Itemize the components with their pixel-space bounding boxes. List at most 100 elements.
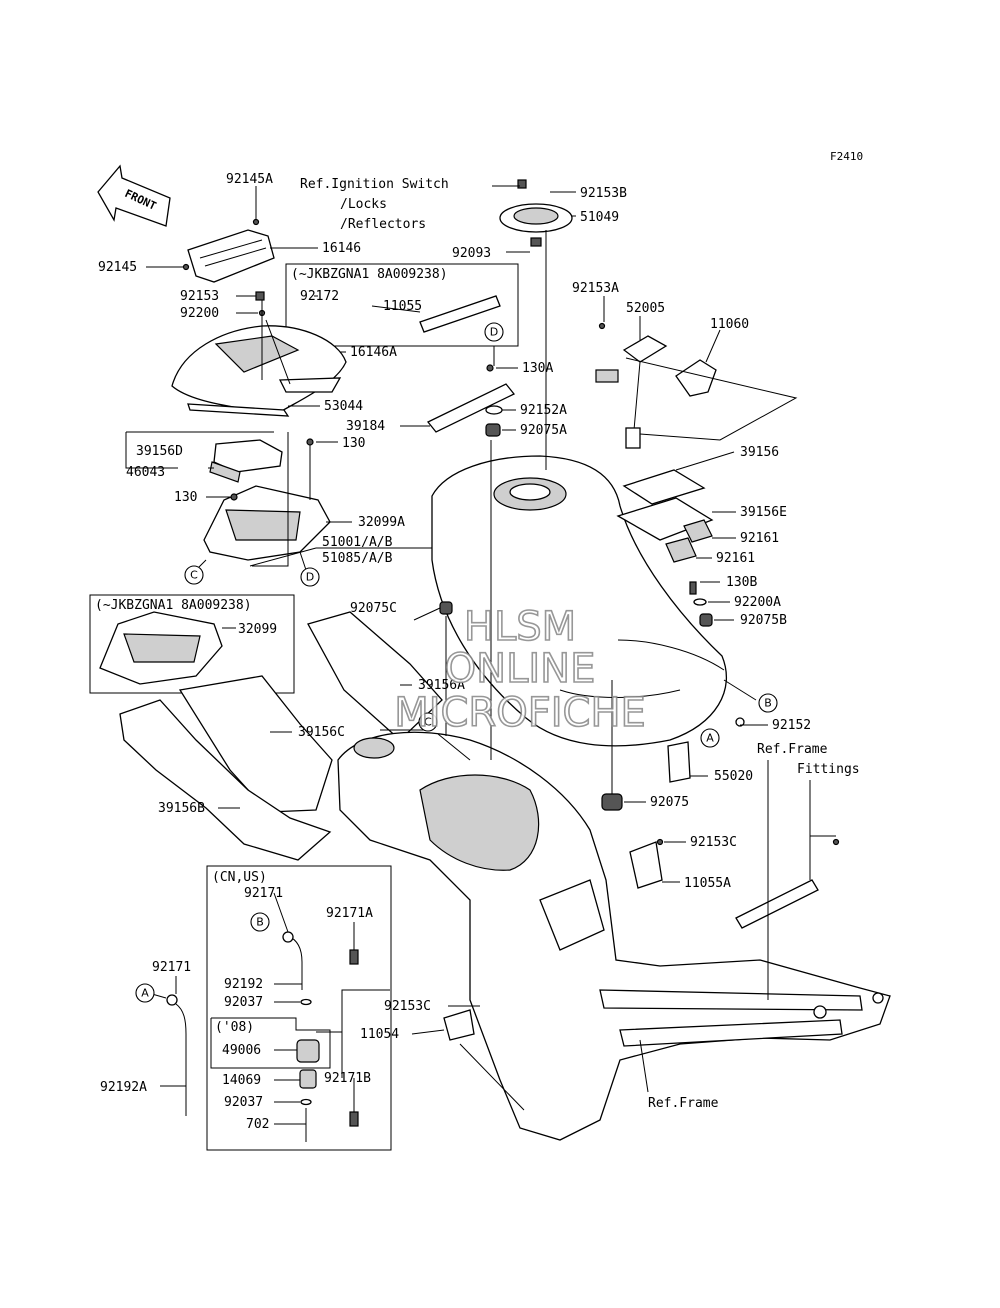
label-92192A: 92192A: [100, 1080, 147, 1095]
group-box-serial-top: [285, 263, 519, 347]
damper-92075B-shape: [699, 613, 713, 627]
label-92171A: 92171A: [326, 906, 373, 921]
group-label-08: ('08): [215, 1020, 254, 1035]
ref-frame-fittings-line-1: Ref.Frame: [757, 742, 828, 757]
label-92075: 92075: [650, 795, 689, 810]
damper-92075C-shape: [439, 601, 453, 615]
frame-fitting-bolt-shape: [832, 838, 840, 846]
marker-a-right-label: A: [706, 732, 714, 745]
pad-39156E-shape: [616, 497, 714, 541]
sheet-39156A-shape: [307, 611, 443, 741]
label-92171B: 92171B: [324, 1071, 371, 1086]
label-92152: 92152: [772, 718, 811, 733]
label-92153A: 92153A: [572, 281, 619, 296]
label-16146A: 16146A: [350, 345, 397, 360]
bracket-11055A-shape: [629, 841, 663, 889]
label-49006: 49006: [222, 1043, 261, 1058]
label-92153B: 92153B: [580, 186, 627, 201]
group-box-cn-us: [206, 865, 392, 1151]
bolt-130A-shape: [486, 364, 494, 372]
label-92172: 92172: [300, 289, 339, 304]
label-92152A: 92152A: [520, 403, 567, 418]
label-92171: 92171: [244, 886, 283, 901]
tray-32099-shape: [99, 611, 223, 685]
label-702: 702: [246, 1117, 269, 1132]
label-39184: 39184: [346, 419, 385, 434]
watermark: HLSM ONLINE MICROFICHE: [393, 603, 646, 737]
marker-d-bottom-label: D: [306, 571, 314, 584]
label-92075B: 92075B: [740, 613, 787, 628]
marker-b-cnus: B: [250, 912, 270, 932]
label-55020: 55020: [714, 769, 753, 784]
hose-92192-shape: [287, 935, 303, 990]
label-51001: 51001/A/B: [322, 535, 393, 550]
label-39156E: 39156E: [740, 505, 787, 520]
tank-cover-16146A-shape: [171, 291, 347, 413]
sheet-39156B-shape: [119, 699, 332, 861]
collar-92200A-shape: [693, 598, 707, 606]
gasket-11060-shape: [675, 359, 717, 397]
marker-c-left-label: C: [190, 569, 198, 582]
watermark-line-3: MICROFICHE: [394, 690, 646, 736]
label-53044: 53044: [324, 399, 363, 414]
group-box-08: [210, 1017, 331, 1069]
pad-39156D-shape: [209, 439, 283, 483]
label-92153C-2: 92153C: [384, 999, 431, 1014]
bracket-39184-shape: [426, 383, 516, 433]
fuel-cap-51049-shape: [499, 179, 573, 247]
watermark-line-1: HLSM: [464, 604, 576, 650]
label-39156D: 39156D: [136, 444, 183, 459]
fuel-pump-52005-shape: [595, 335, 668, 449]
label-92200: 92200: [180, 306, 219, 321]
washer-92152A-shape: [485, 405, 503, 415]
label-14069: 14069: [222, 1073, 261, 1088]
front-arrow-icon: FRONT: [97, 164, 171, 227]
marker-d-bottom: D: [300, 567, 320, 587]
marker-b-cnus-label: B: [256, 916, 264, 929]
filter-14069-shape: [299, 1069, 317, 1089]
frame-fitting-strip-shape: [735, 879, 819, 929]
bolt-130B-shape: [689, 581, 697, 595]
marker-c-left: C: [184, 565, 204, 585]
label-130b: 130: [174, 490, 197, 505]
label-39156C: 39156C: [298, 725, 345, 740]
sheet-39156C-shape: [178, 675, 333, 813]
label-46043: 46043: [126, 465, 165, 480]
label-92153: 92153: [180, 289, 219, 304]
label-92093: 92093: [452, 246, 491, 261]
bolt-130-shape: [306, 438, 314, 446]
cushion-92161-a-shape: [683, 519, 713, 543]
label-39156: 39156: [740, 445, 779, 460]
label-11055A: 11055A: [684, 876, 731, 891]
label-32099: 32099: [238, 622, 277, 637]
tank-cover-16146-shape: [182, 218, 275, 283]
ring-92037-shape: [300, 998, 312, 1006]
marker-b-right-label: B: [764, 697, 772, 710]
ref-ignition-line-2: /Locks: [340, 197, 387, 212]
tray-32099A-shape: [203, 485, 331, 561]
strip-53044-shape: [187, 403, 290, 417]
marker-a-left: A: [135, 983, 155, 1003]
label-11055: 11055: [383, 299, 422, 314]
ref-frame-fittings-line-2: Fittings: [797, 762, 860, 777]
pad-39156-shape: [622, 469, 706, 505]
part-labels: 92145A 16146 92145 92153 92172 11055 922…: [98, 172, 811, 1132]
label-130: 130: [342, 436, 365, 451]
marker-a-right: A: [700, 728, 720, 748]
label-92192: 92192: [224, 977, 263, 992]
plate-11055-shape: [419, 295, 501, 333]
separator-49006-shape: [296, 1039, 320, 1063]
marker-d-top: D: [484, 322, 504, 342]
marker-c-mid-label: C: [424, 716, 432, 729]
label-92145A: 92145A: [226, 172, 273, 187]
group-label-cn-us: (CN,US): [212, 870, 267, 885]
label-11054: 11054: [360, 1027, 399, 1042]
screw-92153A-shape: [598, 322, 606, 330]
label-11060: 11060: [710, 317, 749, 332]
marker-b-right: B: [758, 693, 778, 713]
ref-frame: Ref.Frame: [648, 1096, 719, 1111]
clamp-92171-shape: [282, 931, 294, 943]
main-frame-shape: [337, 731, 891, 1141]
ref-ignition-line-1: Ref.Ignition Switch: [300, 177, 449, 192]
